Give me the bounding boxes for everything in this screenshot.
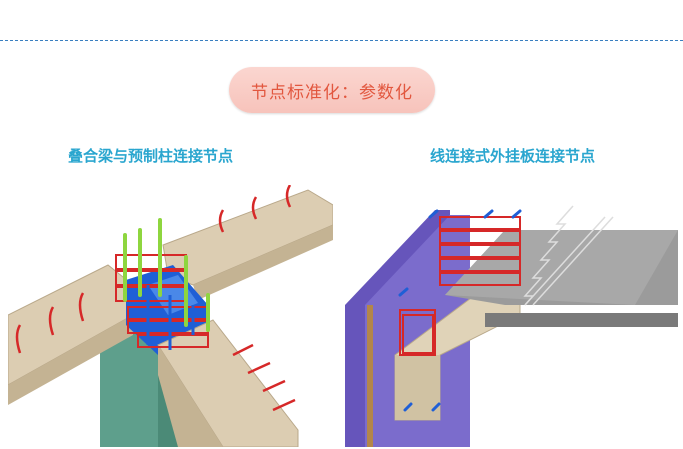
beam-front-side xyxy=(158,345,223,447)
beam-rebar-hooks xyxy=(15,185,296,412)
top-dashed-divider xyxy=(0,40,683,41)
beam-column-joint-drawing xyxy=(8,185,333,447)
rebar-cage xyxy=(399,216,521,356)
column-bars xyxy=(123,218,210,332)
external-panel-joint-drawing xyxy=(345,205,678,447)
section-title: 节点标准化：参数化 xyxy=(251,82,413,103)
floor-slab-top xyxy=(445,230,678,305)
right-caption: 线连接式外挂板连接节点 xyxy=(430,147,596,165)
precast-column xyxy=(100,325,158,447)
hanging-beam-front xyxy=(395,355,440,420)
beam-front xyxy=(157,319,299,447)
wall-panel-edge xyxy=(367,305,373,447)
connection-bolts xyxy=(398,209,522,412)
column-bars-blue xyxy=(146,285,195,350)
section-title-badge: 节点标准化：参数化 xyxy=(229,67,435,113)
lattice-truss xyxy=(523,205,614,306)
beam-back-right-side xyxy=(193,225,333,300)
floor-slab-edge xyxy=(485,313,678,327)
beam-left-underside xyxy=(8,315,133,405)
left-caption: 叠合梁与预制柱连接节点 xyxy=(68,147,234,165)
